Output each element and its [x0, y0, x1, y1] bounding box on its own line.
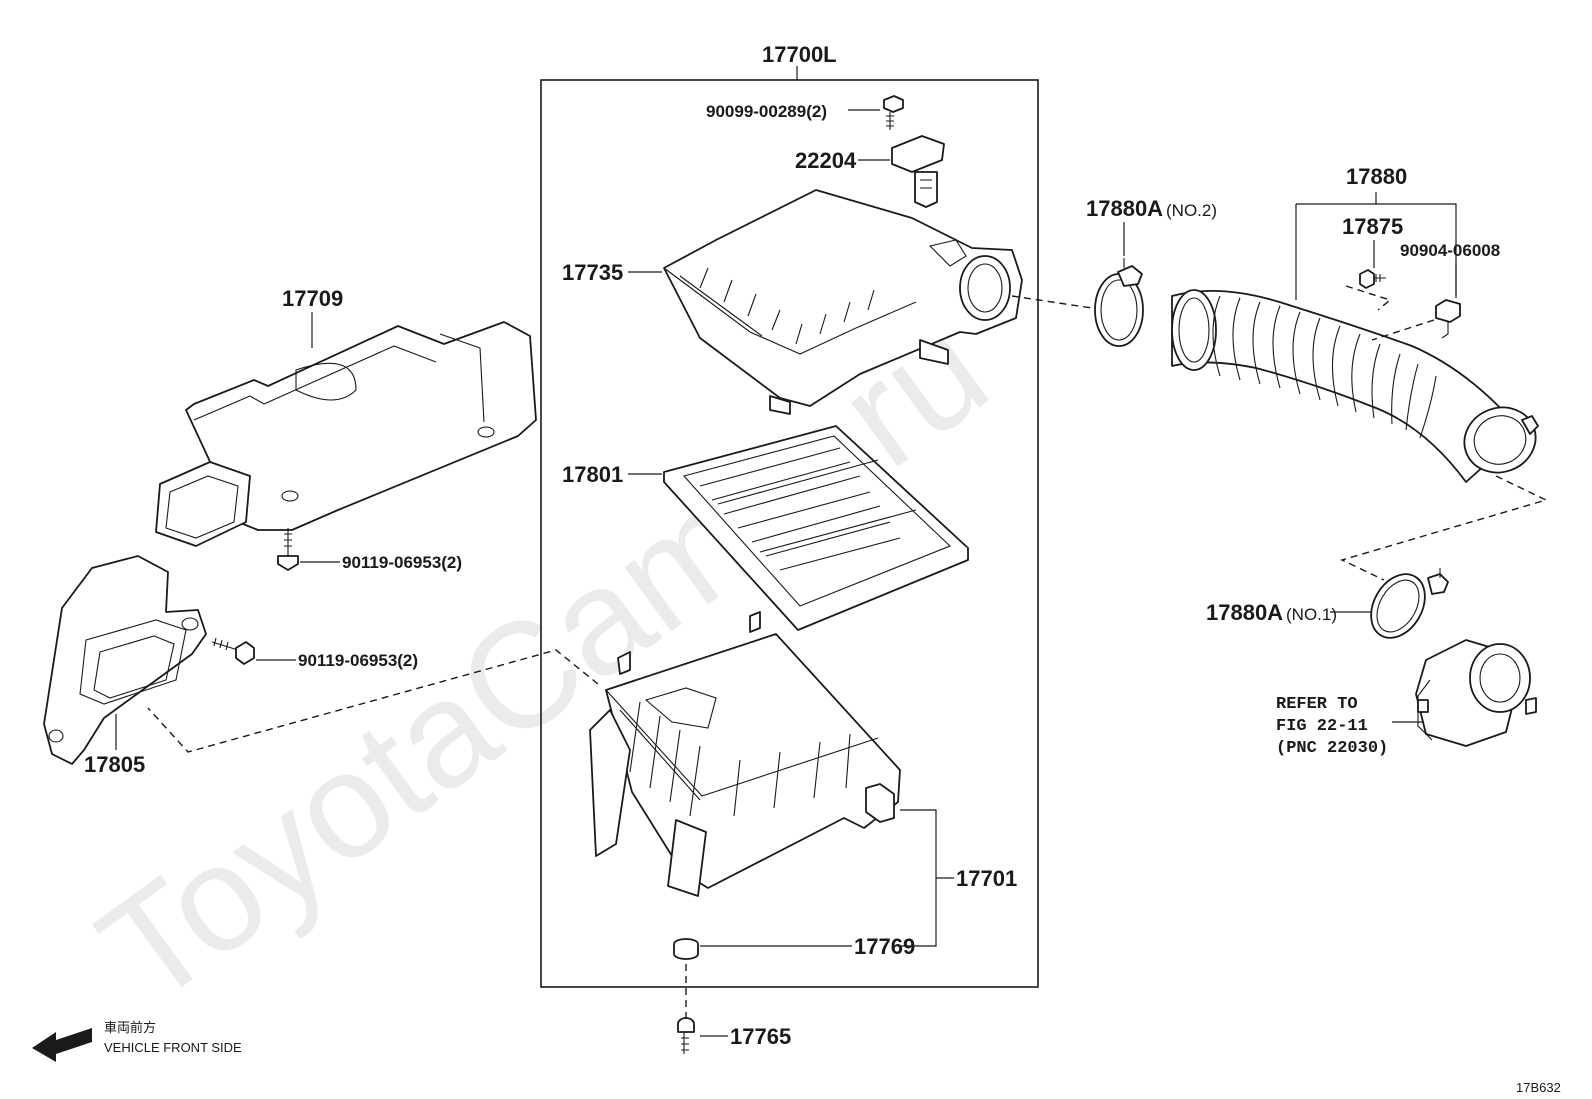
- assembly-box: [540, 79, 1039, 988]
- label-resonator[interactable]: 17709: [282, 286, 343, 311]
- direction-en: VEHICLE FRONT SIDE: [104, 1040, 242, 1055]
- label-bottom-bolt[interactable]: 17765: [730, 1024, 791, 1049]
- link-cover-clamp: [1011, 295, 1093, 309]
- label-sensor[interactable]: 22204: [795, 148, 857, 173]
- bottom-bolt-icon: [677, 1017, 695, 1054]
- air-cleaner-case-icon: [589, 611, 901, 897]
- refer-line2: FIG 22-11: [1276, 717, 1368, 736]
- link-case-inlet: [147, 649, 599, 753]
- label-screw-top[interactable]: 90099-00289(2): [706, 102, 827, 121]
- refer-line1: REFER TO: [1276, 695, 1358, 714]
- label-hose-assy[interactable]: 17880: [1346, 164, 1407, 189]
- inlet-bolt-icon: [211, 637, 255, 665]
- label-grommet[interactable]: 17769: [854, 934, 915, 959]
- label-case[interactable]: 17701: [956, 866, 1017, 891]
- assembly-label[interactable]: 17700L: [762, 42, 837, 67]
- label-clamp-no1-note: (NO.1): [1286, 605, 1337, 624]
- air-cleaner-cover-icon: [663, 189, 1023, 415]
- air-inlet-icon: [43, 555, 207, 765]
- label-cover[interactable]: 17735: [562, 260, 623, 285]
- resonator-icon: [155, 321, 537, 547]
- link-hose-clip: [1371, 319, 1435, 341]
- label-resonator-bolt[interactable]: 90119-06953(2): [342, 553, 462, 572]
- figure-code: 17B632: [1516, 1080, 1561, 1095]
- label-hose-sub[interactable]: 17875: [1342, 214, 1403, 239]
- label-inlet[interactable]: 17805: [84, 752, 145, 777]
- hose-clip-icon: [1435, 299, 1461, 339]
- label-clamp-no2-note: (NO.2): [1166, 201, 1217, 220]
- screw-top-icon: [883, 95, 904, 130]
- label-element[interactable]: 17801: [562, 462, 623, 487]
- clamp-no2-icon: [1094, 258, 1144, 347]
- hose-sub-icon: [1359, 269, 1386, 289]
- label-clamp-no2[interactable]: 17880A: [1086, 196, 1163, 221]
- clamp-no1-icon: [1370, 568, 1449, 639]
- label-inlet-bolt[interactable]: 90119-06953(2): [298, 651, 418, 670]
- direction-jp: 車両前方: [104, 1020, 156, 1035]
- air-filter-element-icon: [663, 425, 969, 631]
- resonator-bolt-icon: [277, 528, 299, 571]
- grommet-icon: [673, 938, 699, 960]
- front-arrow-icon: [32, 1028, 92, 1062]
- intake-hose-icon: [1171, 289, 1539, 483]
- link-hose-sub: [1345, 285, 1392, 311]
- throttle-body-icon: [1415, 639, 1537, 747]
- refer-line3: (PNC 22030): [1276, 739, 1388, 758]
- label-hose-clip[interactable]: 90904-06008: [1400, 241, 1500, 260]
- airflow-sensor-icon: [891, 135, 945, 208]
- label-clamp-no1[interactable]: 17880A: [1206, 600, 1283, 625]
- link-hose-clamp1: [1340, 475, 1548, 581]
